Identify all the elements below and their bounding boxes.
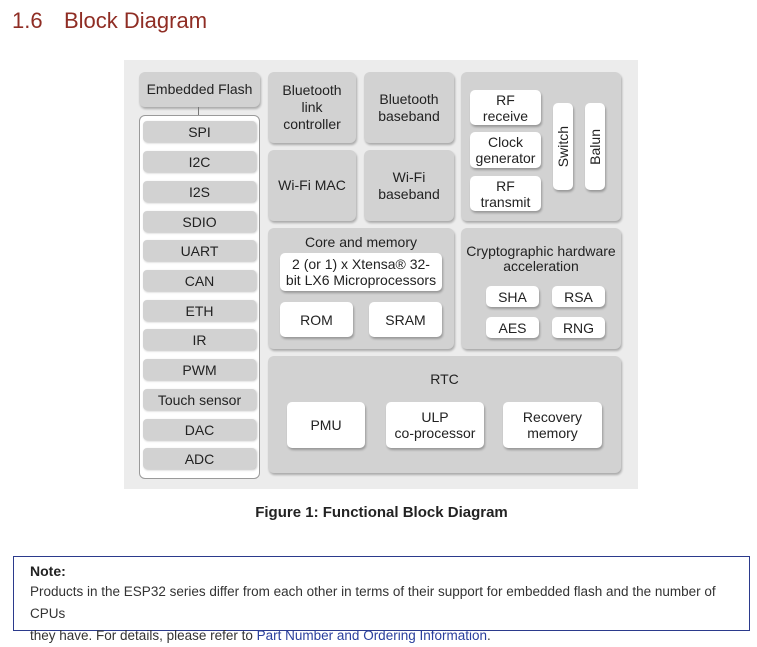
bluetooth-baseband-block: Bluetooth baseband (364, 72, 454, 143)
note-box (13, 556, 750, 631)
rf-transmit-line-2: transmit (480, 193, 531, 210)
peripheral-pwm: PWM (143, 359, 256, 380)
peripheral-i2c: I2C (143, 151, 256, 172)
section-heading: 1.6 Block Diagram (12, 8, 207, 34)
peripheral-i2s: I2S (143, 181, 256, 202)
bluetooth-link-controller-block: Bluetooth link controller (268, 72, 356, 143)
rsa-label: RSA (564, 288, 593, 305)
cpu-line-1: 2 (or 1) x Xtensa® 32- (292, 256, 430, 272)
rom-label: ROM (300, 311, 333, 328)
peripheral-dac: DAC (143, 419, 256, 440)
peripheral-panel (139, 115, 260, 479)
pmu-box: PMU (287, 402, 365, 448)
section-title: Block Diagram (64, 8, 208, 33)
peripheral-sdio: SDIO (143, 211, 256, 232)
crypto-title-line-2: acceleration (503, 258, 579, 274)
sha-label: SHA (498, 288, 527, 305)
embedded-flash-block: Embedded Flash (139, 72, 260, 107)
switch-box: Switch (553, 103, 573, 190)
rom-box: ROM (280, 302, 353, 337)
recovery-line-1: Recovery (522, 409, 583, 425)
wifi-baseband-line-1: Wi-Fi (392, 168, 426, 185)
xtensa-cpu-box: 2 (or 1) x Xtensa® 32- bit LX6 Microproc… (280, 253, 442, 291)
wifi-baseband-line-2: baseband (378, 185, 440, 202)
rf-transmit-line-1: RF (496, 177, 515, 194)
bt-link-line-3: controller (283, 116, 341, 132)
bt-link-line-2: link (301, 99, 323, 115)
note-text-line-1: Products in the ESP32 series differ from… (30, 584, 716, 621)
pmu-label: PMU (310, 417, 342, 433)
crypto-title-line-1: Cryptographic hardware (466, 243, 616, 259)
recovery-line-2: memory (527, 425, 578, 441)
rsa-box: RSA (552, 286, 605, 307)
bt-link-line-1: Bluetooth (282, 82, 342, 98)
cpu-line-2: bit LX6 Microprocessors (285, 272, 437, 288)
rng-box: RNG (552, 317, 605, 338)
peripheral-can: CAN (143, 270, 256, 291)
section-number: 1.6 (12, 8, 43, 33)
peripheral-eth: ETH (143, 300, 256, 321)
bt-baseband-line-1: Bluetooth (379, 90, 439, 107)
sha-box: SHA (486, 286, 539, 307)
ulp-coprocessor-box: ULP co-processor (386, 402, 484, 448)
rf-receive-box: RF receive (470, 90, 541, 125)
rf-receive-line-1: RF (496, 91, 515, 108)
recovery-memory-box: Recovery memory (503, 402, 602, 448)
ulp-line-2: co-processor (394, 425, 476, 441)
embedded-flash-label: Embedded Flash (146, 81, 253, 97)
clock-line-2: generator (475, 150, 536, 166)
ulp-line-1: ULP (421, 409, 449, 425)
switch-label: Switch (555, 125, 571, 168)
wifi-mac-label: Wi-Fi MAC (278, 177, 346, 193)
rf-receive-line-2: receive (482, 107, 529, 124)
bt-baseband-line-2: baseband (378, 107, 440, 124)
rng-label: RNG (562, 319, 595, 336)
balun-box: Balun (585, 103, 605, 190)
peripheral-touch-sensor: Touch sensor (143, 389, 256, 410)
aes-label: AES (498, 319, 527, 336)
note-title: Note: (30, 563, 66, 579)
sram-box: SRAM (369, 302, 442, 337)
note-text: Products in the ESP32 series differ from… (30, 581, 742, 647)
clock-generator-box: Clock generator (470, 132, 541, 168)
peripheral-spi: SPI (143, 121, 256, 142)
rtc-title: RTC (430, 370, 459, 387)
peripheral-uart: UART (143, 240, 256, 261)
sram-label: SRAM (385, 311, 426, 328)
peripheral-ir: IR (143, 329, 256, 350)
wifi-baseband-block: Wi-Fi baseband (364, 150, 454, 221)
flash-connector-line (198, 107, 199, 116)
aes-box: AES (486, 317, 539, 338)
figure-caption: Figure 1: Functional Block Diagram (255, 504, 508, 521)
core-and-memory-title: Core and memory (304, 233, 418, 250)
balun-label: Balun (587, 128, 603, 165)
wifi-mac-block: Wi-Fi MAC (268, 150, 356, 221)
rf-transmit-box: RF transmit (470, 176, 541, 211)
clock-line-1: Clock (487, 134, 523, 150)
peripheral-adc: ADC (143, 448, 256, 469)
crypto-title: Cryptographic hardware acceleration (461, 243, 621, 275)
